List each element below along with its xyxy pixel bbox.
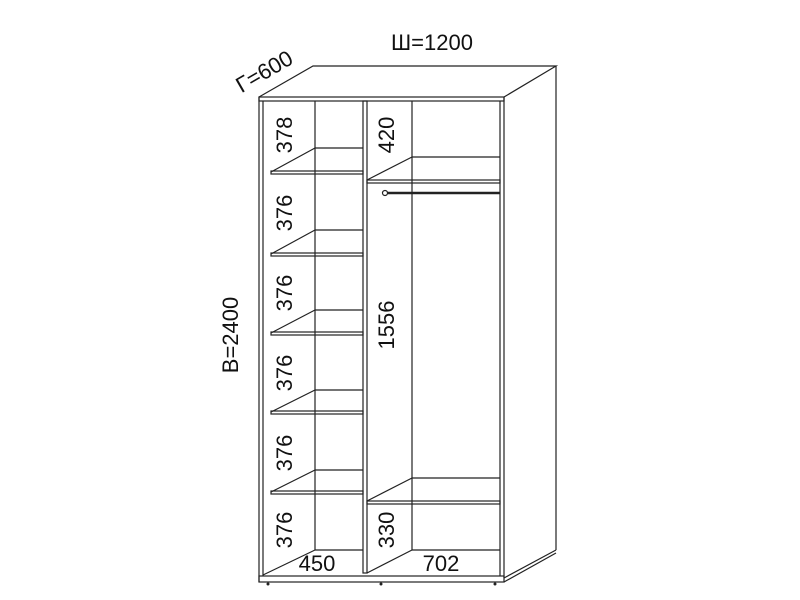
dimension-labels: Ш=1200 Г=600 В=2400 378 376 376 376 376 … <box>218 30 473 576</box>
left-compartment-1: 378 <box>272 117 297 154</box>
right-width: 702 <box>423 551 460 576</box>
shelf <box>270 389 364 415</box>
height-label: В=2400 <box>218 297 243 373</box>
hanging-rod <box>381 189 500 197</box>
left-compartment-4: 376 <box>272 355 297 392</box>
shelf <box>270 147 364 175</box>
left-width: 450 <box>299 551 336 576</box>
left-section <box>262 101 364 576</box>
right-bottom-compartment: 330 <box>374 512 399 549</box>
shelf <box>270 229 364 257</box>
left-compartment-6: 376 <box>272 512 297 549</box>
width-label: Ш=1200 <box>391 30 473 55</box>
left-compartment-2: 376 <box>272 195 297 232</box>
left-compartment-5: 376 <box>272 435 297 472</box>
bottom-shelf <box>366 477 501 505</box>
wardrobe-outline <box>258 65 559 586</box>
right-top-compartment: 420 <box>374 117 399 154</box>
left-shelves <box>270 147 364 495</box>
top-shelf <box>366 156 501 184</box>
right-hanging-compartment: 1556 <box>374 301 399 350</box>
shelf <box>270 469 364 495</box>
shelf <box>270 309 364 336</box>
right-section <box>366 101 501 574</box>
left-compartment-3: 376 <box>272 275 297 312</box>
depth-label: Г=600 <box>231 45 297 97</box>
